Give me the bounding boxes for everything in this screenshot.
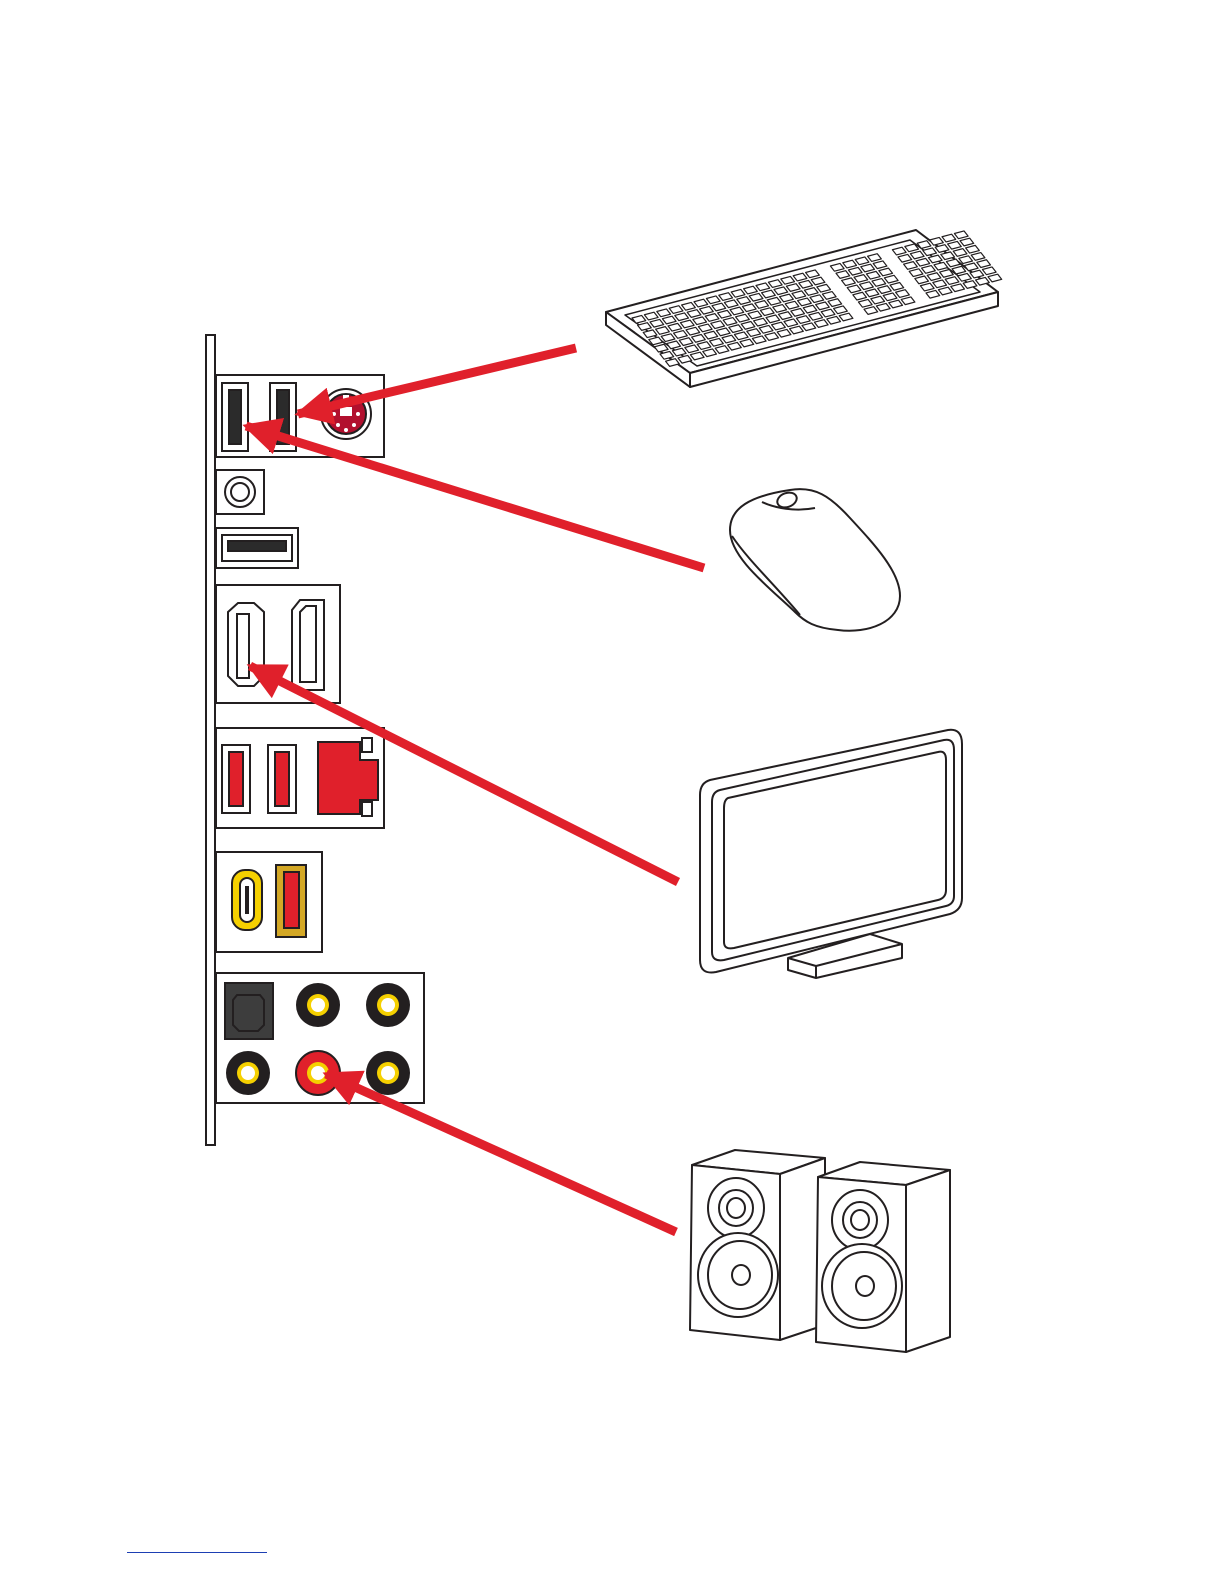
speaker-left-icon [690, 1150, 825, 1340]
arrow-mouse-to-usb [246, 426, 704, 568]
keyboard-key [959, 256, 973, 264]
footer-rule [127, 1552, 267, 1553]
io-shield-edge [206, 335, 215, 1145]
keyboard-key [966, 245, 980, 253]
speakers-icon [690, 1150, 950, 1352]
keyboard-key [977, 260, 991, 268]
keyboard-key [942, 234, 956, 242]
usb-c-port[interactable] [232, 870, 262, 930]
keyboard-key [954, 231, 968, 239]
monitor-icon [700, 730, 962, 978]
keyboard-key [960, 238, 974, 246]
audio-jack-top-middle[interactable] [296, 983, 340, 1027]
usb-gold-port[interactable] [276, 865, 306, 937]
audio-jack-bottom-left[interactable] [226, 1051, 270, 1095]
keyboard-key [988, 274, 1002, 282]
arrow-speakers-to-audio [326, 1074, 676, 1232]
usb-red-port-1[interactable] [222, 745, 250, 813]
usb-red-port-2[interactable] [268, 745, 296, 813]
audio-jack-top-right[interactable] [366, 983, 410, 1027]
round-jack[interactable] [225, 477, 255, 507]
optical-spdif-port[interactable] [225, 983, 273, 1039]
displayport-port[interactable] [292, 600, 324, 690]
keyboard-key [982, 267, 996, 275]
audio-jack-bottom-right[interactable] [366, 1051, 410, 1095]
usb-port-1[interactable] [222, 383, 248, 451]
speaker-right-icon [816, 1162, 950, 1352]
keyboard-key [948, 241, 962, 249]
lan-port[interactable] [318, 738, 378, 816]
keyboard-key [953, 249, 967, 257]
keyboard-key [971, 253, 985, 261]
wide-port[interactable] [222, 535, 292, 561]
keyboard-icon [606, 230, 1002, 387]
mouse-icon [730, 489, 900, 631]
